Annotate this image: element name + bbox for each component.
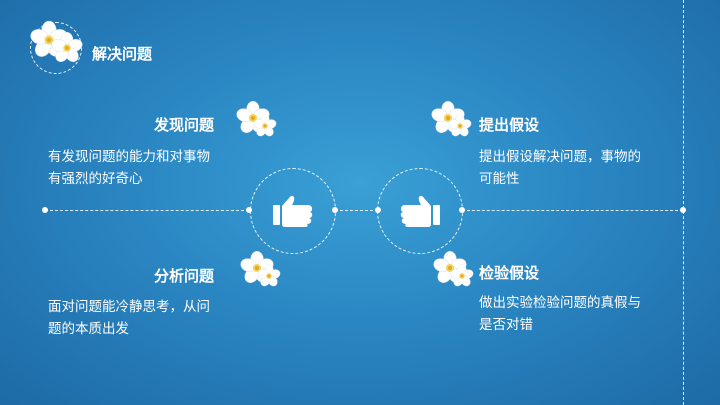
item-text-discover: 有发现问题的能力和对事物 有强烈的好奇心 [48, 149, 210, 187]
logo-ring [30, 22, 82, 74]
timeline-dot [246, 207, 252, 213]
left-icon-circle [250, 168, 336, 254]
item-heading-discover: 发现问题 [154, 116, 215, 134]
item-text-verify: 做出实验检验问题的真假与 是否对错 [479, 295, 641, 333]
item-heading-hypothesis: 提出假设 [479, 116, 540, 134]
timeline-line-right [462, 210, 683, 211]
timeline-line-left [45, 210, 249, 211]
thumbs-up-icon [273, 195, 313, 227]
item-heading-verify: 检验假设 [479, 264, 540, 282]
item-text-hypothesis: 提出假设解决问题，事物的 可能性 [479, 149, 641, 187]
timeline-dot [680, 207, 686, 213]
timeline-line-middle [335, 210, 378, 211]
timeline-dot [42, 207, 48, 213]
flower-icon [238, 250, 282, 289]
page-title: 解决问题 [92, 45, 153, 63]
flower-icon [234, 100, 278, 139]
vertical-divider [683, 0, 684, 405]
item-heading-analyze: 分析问题 [154, 267, 215, 285]
flower-icon [28, 20, 85, 65]
thumbs-up-icon [400, 195, 440, 227]
flower-icon [429, 100, 473, 139]
item-text-analyze: 面对问题能冷静思考，从问 题的本质出发 [48, 299, 210, 337]
right-icon-circle [377, 168, 463, 254]
flower-icon [431, 250, 475, 289]
